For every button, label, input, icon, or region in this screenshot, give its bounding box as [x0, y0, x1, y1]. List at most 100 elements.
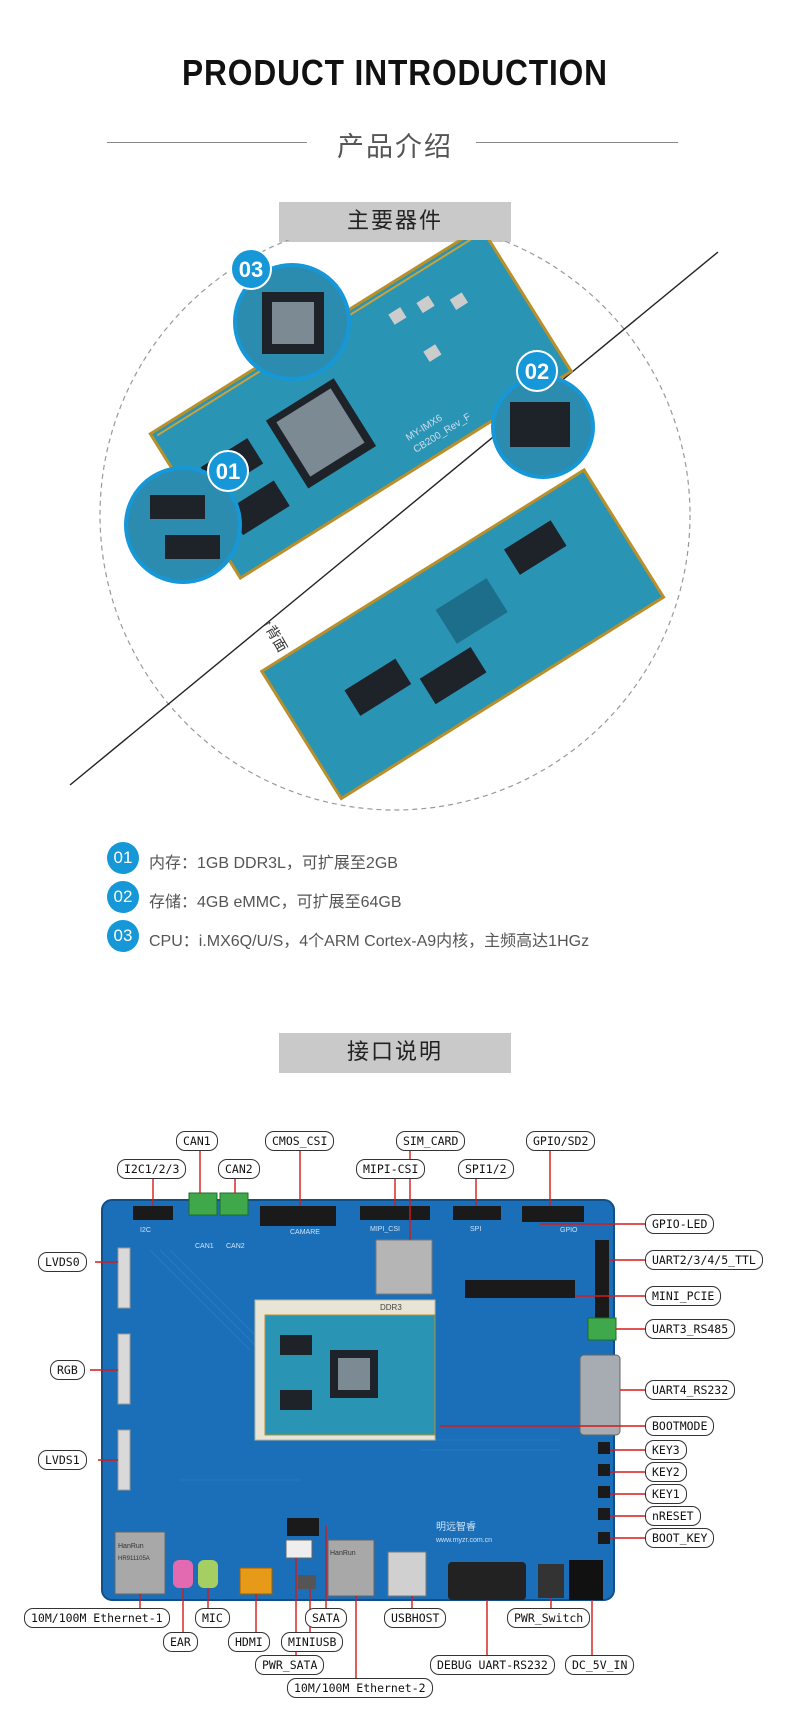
label-lvds0: LVDS0 [38, 1252, 87, 1272]
label-debug-uart: DEBUG UART-RS232 [430, 1655, 555, 1675]
mipi-csi-header [360, 1206, 430, 1220]
label-pwr-sata: PWR_SATA [255, 1655, 325, 1675]
svg-text:明远智睿: 明远智睿 [436, 1520, 476, 1533]
spec-text: CPU：i.MX6Q/U/S，4个ARM Cortex-A9内核，主频高达1HG… [149, 933, 590, 950]
label-key2: KEY2 [645, 1462, 687, 1482]
pwr-switch [538, 1564, 564, 1598]
divider-diagonal [69, 251, 719, 786]
svg-text:I2C: I2C [140, 1227, 151, 1234]
callout-02: 02 [491, 350, 595, 479]
label-usbhost: USBHOST [384, 1608, 447, 1628]
callout-03: 03 [230, 248, 351, 381]
svg-text:01: 01 [216, 459, 240, 484]
svg-text:02: 02 [525, 359, 549, 384]
can2-terminal [219, 1192, 249, 1216]
label-can2: CAN2 [218, 1159, 260, 1179]
label-miniusb: MINIUSB [281, 1632, 344, 1652]
label-gpio-sd2: GPIO/SD2 [526, 1131, 596, 1151]
pwr-sata-port [285, 1539, 313, 1559]
label-uart3: UART3_RS485 [645, 1319, 736, 1339]
label-key1: KEY1 [645, 1484, 687, 1504]
dashed-frame-circle [99, 240, 691, 811]
subtitle-rule-left [107, 142, 307, 143]
eth1-jack [114, 1531, 166, 1595]
label-hdmi: HDMI [228, 1632, 270, 1652]
debug-db9 [448, 1562, 526, 1600]
ear-jack [173, 1560, 193, 1588]
hdmi-port [239, 1567, 273, 1595]
spec-row: 02 存储：4GB eMMC，可扩展至64GB [107, 881, 707, 915]
page-subtitle: 产品介绍 [337, 132, 453, 163]
label-nreset: nRESET [645, 1506, 701, 1526]
cmos-csi-header [260, 1206, 336, 1226]
label-mini-pcie: MINI_PCIE [645, 1286, 722, 1306]
label-sata: SATA [305, 1608, 347, 1628]
spec-text: 内存：1GB DDR3L，可扩展至2GB [149, 855, 398, 872]
mic-jack [198, 1560, 218, 1588]
spi-header [453, 1206, 501, 1220]
spec-number-badge: 01 [107, 842, 139, 874]
gpio-sd2-header [522, 1206, 584, 1222]
spec-number-badge: 03 [107, 920, 139, 952]
rgb-connector [117, 1333, 131, 1405]
module-back [259, 467, 666, 801]
svg-text:DDR3: DDR3 [380, 1303, 402, 1312]
label-mipi-csi: MIPI-CSI [356, 1159, 426, 1179]
section-banner-components: 主要器件 [279, 202, 511, 242]
subtitle-row: 产品介绍 [0, 122, 790, 163]
board-diagram: I2C CAN1 CAN2 CAMARE MIPI_CSI SPI GPIO D… [90, 1140, 645, 1678]
callout-01: 01 [124, 450, 249, 584]
label-gpio-led: GPIO-LED [645, 1214, 715, 1234]
usbhost-port [387, 1551, 427, 1597]
label-i2c: I2C1/2/3 [117, 1159, 187, 1179]
sata-port [287, 1518, 319, 1536]
module-front: MY-IMX6 CB200_Rev_F [148, 240, 574, 581]
label-eth1: 10M/100M Ethernet-1 [24, 1608, 170, 1628]
svg-text:CAN1: CAN1 [195, 1243, 214, 1250]
label-ear: EAR [163, 1632, 198, 1652]
lvds1-connector [117, 1429, 131, 1491]
label-boot-key: BOOT_KEY [645, 1528, 715, 1548]
page-title: PRODUCT INTRODUCTION [182, 52, 608, 93]
spec-row: 03 CPU：i.MX6Q/U/S，4个ARM Cortex-A9内核，主频高达… [107, 920, 707, 954]
svg-text:MIPI_CSI: MIPI_CSI [370, 1226, 400, 1233]
label-key3: KEY3 [645, 1440, 687, 1460]
mini-pcie-slot [465, 1280, 575, 1298]
label-cmos-csi: CMOS_CSI [265, 1131, 335, 1151]
section-banner-interfaces: 接口说明 [279, 1033, 511, 1073]
lvds0-connector [117, 1247, 131, 1309]
label-uart-ttl: UART2/3/4/5_TTL [645, 1250, 763, 1270]
svg-text:www.myzr.com.cn: www.myzr.com.cn [435, 1537, 492, 1544]
rs232-db9 [579, 1354, 621, 1436]
svg-text:HR911105A: HR911105A [118, 1556, 150, 1562]
svg-text:CAN2: CAN2 [226, 1243, 245, 1250]
svg-text:SPI: SPI [470, 1226, 481, 1233]
label-uart4: UART4_RS232 [645, 1380, 736, 1400]
spec-text: 存储：4GB eMMC，可扩展至64GB [149, 894, 402, 911]
label-can1: CAN1 [176, 1131, 218, 1151]
miniusb-port [298, 1575, 316, 1589]
label-lvds1: LVDS1 [38, 1450, 87, 1470]
label-spi: SPI1/2 [458, 1159, 514, 1179]
spec-number-badge: 02 [107, 881, 139, 913]
label-rgb: RGB [50, 1360, 85, 1380]
can1-terminal [188, 1192, 218, 1216]
label-sim-card: SIM_CARD [396, 1131, 466, 1151]
label-dc-in: DC_5V_IN [565, 1655, 635, 1675]
eth2-jack [327, 1539, 375, 1597]
spec-row: 01 内存：1GB DDR3L，可扩展至2GB [107, 842, 707, 876]
svg-text:CAMARE: CAMARE [290, 1229, 320, 1236]
sim-slot [375, 1239, 433, 1295]
svg-text:03: 03 [239, 257, 263, 282]
svg-text:HanRun: HanRun [118, 1543, 144, 1550]
back-side-label: ↑背面 [259, 617, 290, 655]
dc-jack [569, 1560, 603, 1600]
svg-text:HanRun: HanRun [330, 1550, 356, 1557]
subtitle-rule-right [476, 142, 678, 143]
key-buttons [598, 1442, 610, 1544]
i2c-header [133, 1206, 173, 1220]
components-figure: MY-IMX6 CB200_Rev_F 01 02 [69, 240, 719, 811]
label-mic: MIC [195, 1608, 230, 1628]
svg-text:GPIO: GPIO [560, 1227, 578, 1234]
label-eth2: 10M/100M Ethernet-2 [287, 1678, 433, 1698]
